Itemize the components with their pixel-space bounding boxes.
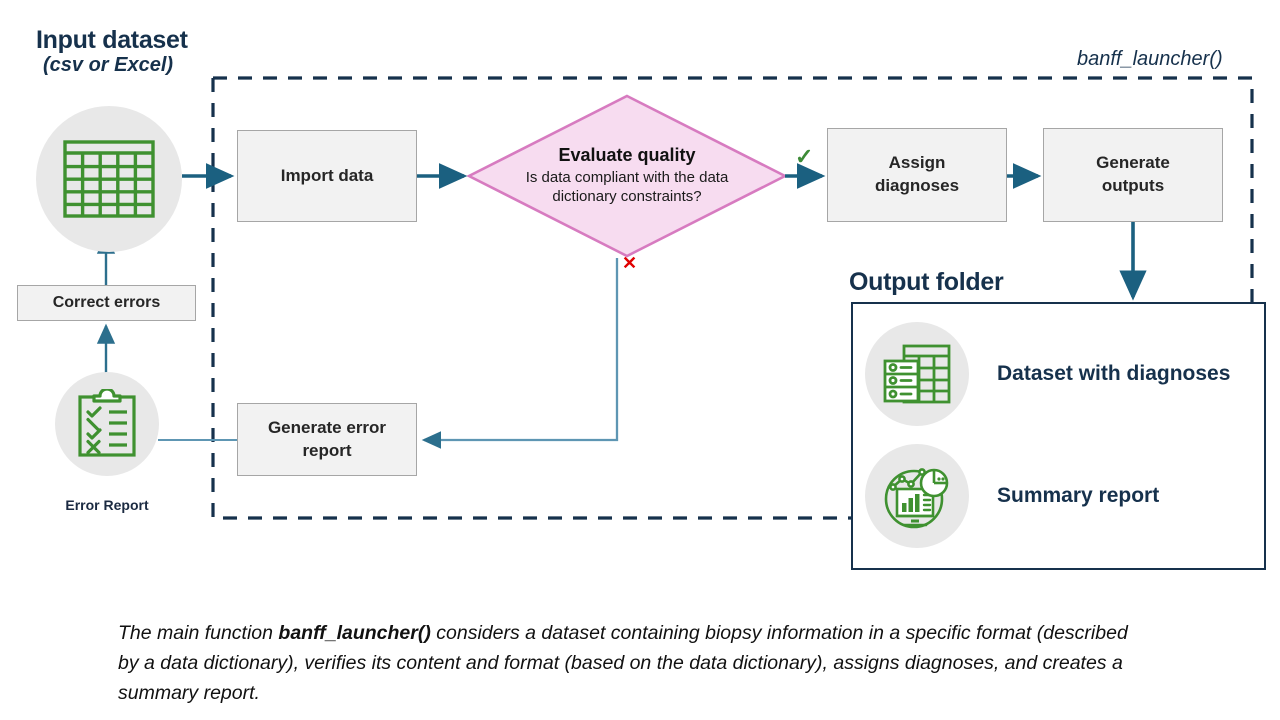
- error-report-label: Error Report: [65, 497, 149, 513]
- dataset-table-icon: [883, 344, 951, 404]
- output-folder-panel: Dataset with diagnoses: [851, 302, 1266, 570]
- spreadsheet-table-icon: [63, 140, 155, 218]
- summary-icon-circle: [865, 444, 969, 548]
- caption-function-name: banff_launcher(): [278, 622, 431, 644]
- caption-part2: considers a dataset containing biopsy in…: [118, 622, 1128, 705]
- output-item-label: Summary report: [997, 484, 1160, 507]
- input-dataset-subtitle: (csv or Excel): [43, 54, 174, 76]
- process-box-correct-errors[interactable]: Correct errors: [17, 285, 196, 321]
- evaluate-quality-diamond[interactable]: [466, 94, 788, 258]
- output-item-summary-report[interactable]: Summary report: [865, 444, 1159, 548]
- decision-question: Is data compliant with the data dictiona…: [525, 169, 729, 205]
- chart-dashboard-icon: [884, 468, 949, 529]
- decision-no-cross-icon: ✕: [622, 253, 638, 273]
- process-box-assign-diagnoses[interactable]: Assign diagnoses: [827, 128, 1007, 222]
- clipboard-checklist-icon: [78, 389, 136, 457]
- figure-caption: The main function banff_launcher() consi…: [118, 618, 1128, 709]
- decision-title: Evaluate quality: [558, 145, 696, 166]
- process-label-line2: outputs: [1101, 176, 1165, 195]
- input-dataset-circle: [36, 106, 182, 252]
- output-folder-title: Output folder: [849, 268, 1004, 296]
- dataset-icon-circle: [865, 322, 969, 426]
- input-dataset-title: Input dataset: [36, 26, 188, 54]
- process-box-generate-outputs[interactable]: Generate outputs: [1043, 128, 1223, 222]
- error-report-circle: [55, 372, 159, 476]
- arrow-evaluate-no-to-error-report: [421, 258, 619, 449]
- caption-part1: The main function: [118, 622, 279, 644]
- evaluate-quality-text-group: Evaluate quality Is data compliant with …: [469, 96, 785, 256]
- banff-launcher-label: banff_launcher(): [1077, 48, 1223, 70]
- process-label-line2: diagnoses: [874, 176, 960, 195]
- process-label-line1: Assign: [888, 153, 946, 173]
- process-label: Correct errors: [52, 294, 161, 312]
- process-label: Import data: [280, 165, 374, 185]
- process-label-line1: Generate error: [267, 417, 387, 437]
- process-label-line1: Generate: [1096, 153, 1170, 173]
- process-box-import-data[interactable]: Import data: [237, 130, 417, 222]
- output-item-dataset-with-diagnoses[interactable]: Dataset with diagnoses: [865, 322, 1230, 426]
- decision-yes-check-icon: ✓: [795, 144, 814, 169]
- output-item-label: Dataset with diagnoses: [997, 362, 1231, 385]
- process-label-line2: report: [302, 440, 352, 460]
- process-box-generate-error-report[interactable]: Generate error report: [237, 403, 417, 476]
